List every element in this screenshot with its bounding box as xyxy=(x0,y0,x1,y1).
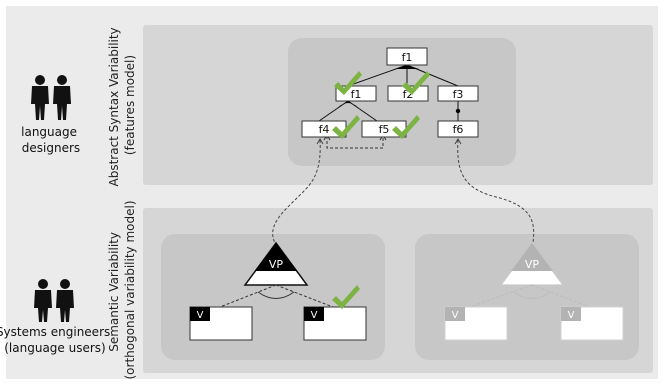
svg-text:V: V xyxy=(197,310,204,321)
or-group-fill-f1 xyxy=(338,101,358,107)
svg-text:f2: f2 xyxy=(403,88,414,101)
checkmark-icon xyxy=(332,285,360,309)
systems-engineers-label: Systems engineers (language users) xyxy=(0,325,114,355)
arrow-head-trace-1 xyxy=(316,138,324,145)
vp-inactive[interactable]: VP xyxy=(499,241,565,286)
trace-link-f4-vp xyxy=(272,139,321,244)
checkmark-icon xyxy=(392,115,420,139)
svg-text:V: V xyxy=(452,310,459,321)
or-group-fill-top xyxy=(394,65,420,70)
systems-engineers-icon xyxy=(34,279,74,322)
checkmark-icon xyxy=(332,115,360,139)
svg-text:V: V xyxy=(568,310,575,321)
feature-checkmarks xyxy=(332,71,430,139)
mandatory-dot-f6 xyxy=(455,108,461,114)
svg-text:f3: f3 xyxy=(453,88,464,101)
variant-active-1[interactable]: V xyxy=(189,306,253,341)
feature-f6[interactable]: f6 xyxy=(437,120,479,138)
feature-f3[interactable]: f3 xyxy=(437,85,479,102)
language-designers-label: language designers xyxy=(21,125,81,155)
svg-text:f1: f1 xyxy=(351,88,362,101)
variant-inactive-1[interactable]: V xyxy=(444,306,508,341)
language-designers-icon xyxy=(31,75,71,120)
bottom-panel-title: Semantic Variability (orthogonal variabi… xyxy=(107,200,137,379)
feature-f2[interactable]: f2 xyxy=(387,85,429,102)
svg-text:f1: f1 xyxy=(402,51,413,64)
vp-active-links xyxy=(219,284,334,308)
feature-root[interactable]: f1 xyxy=(386,47,428,66)
vp-inactive-links xyxy=(469,284,591,308)
top-panel-title: Abstract Syntax Variability (features mo… xyxy=(107,24,137,187)
svg-text:f5: f5 xyxy=(379,123,390,136)
variant-inactive-2[interactable]: V xyxy=(560,306,624,341)
svg-text:f4: f4 xyxy=(319,123,330,136)
svg-text:VP: VP xyxy=(269,258,284,271)
checkmark-icon xyxy=(334,71,362,95)
alternative-arc-active xyxy=(257,291,295,299)
svg-text:VP: VP xyxy=(525,258,540,271)
variant-active-2[interactable]: V xyxy=(303,306,367,341)
alternative-arc-inactive xyxy=(513,291,551,299)
require-constraint-f4-f5 xyxy=(326,136,384,149)
svg-text:V: V xyxy=(311,310,318,321)
checkmark-icon xyxy=(402,71,430,95)
trace-link-f6-vp xyxy=(457,139,535,244)
svg-text:f6: f6 xyxy=(453,123,464,136)
arrow-head-trace-2 xyxy=(454,138,462,145)
